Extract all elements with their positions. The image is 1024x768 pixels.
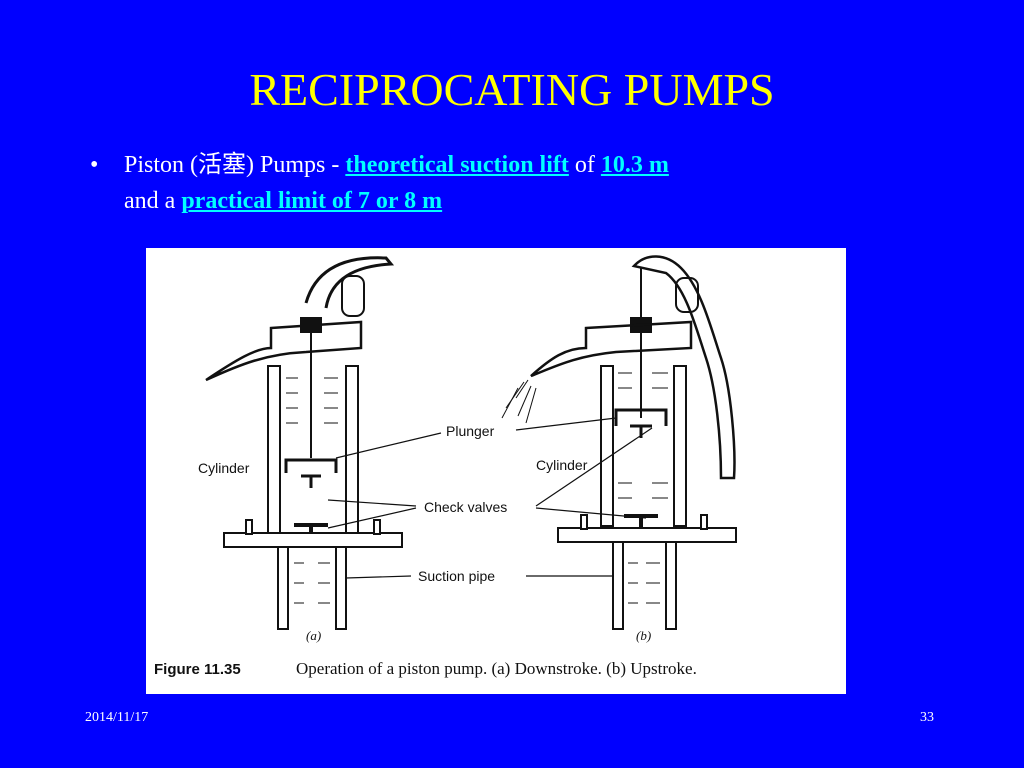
label-plunger: Plunger <box>446 423 495 439</box>
bullet-mid: of <box>568 152 601 178</box>
pump-a-handle-link <box>341 275 365 317</box>
pump-a-spout <box>205 320 363 382</box>
slide-title: RECIPROCATING PUMPS <box>249 64 775 115</box>
bullet-text: Piston (活塞) Pumps - theoretical suction … <box>124 147 984 219</box>
pump-a <box>205 256 403 630</box>
footer-page-number: 33 <box>920 710 934 725</box>
label-sub-b: (b) <box>636 628 651 643</box>
bullet-line2-prefix: and a <box>124 188 182 214</box>
pump-a-pipe-right <box>335 546 347 630</box>
pump-diagram: Cylinder (a) <box>154 255 737 678</box>
pump-a-pipe-left <box>277 546 289 630</box>
pump-b-handle <box>631 255 736 480</box>
label-check-valves: Check valves <box>424 499 507 515</box>
pump-b-spray <box>501 379 537 424</box>
footer-date: 2014/11/17 <box>85 710 149 725</box>
label-cylinder-a: Cylinder <box>198 460 250 476</box>
pump-a-wall-left <box>267 365 281 537</box>
label-cylinder-b: Cylinder <box>536 457 588 473</box>
pump-b <box>501 255 737 630</box>
link-theoretical-suction-lift[interactable]: theoretical suction lift <box>345 152 569 178</box>
pump-b-flange <box>557 527 737 543</box>
label-suction-pipe: Suction pipe <box>418 568 495 584</box>
bullet-point: • Piston (活塞) Pumps - theoretical suctio… <box>90 147 950 219</box>
figure-number: Figure 11.35 <box>154 661 241 678</box>
label-sub-a: (a) <box>306 628 321 643</box>
pump-figure: Cylinder (a) <box>146 248 846 694</box>
figure-caption: Operation of a piston pump. (a) Downstro… <box>296 659 697 678</box>
bullet-prefix: Piston (活塞) Pumps - <box>124 152 346 178</box>
pump-a-handle <box>304 256 395 309</box>
pump-a-plunger <box>284 458 338 473</box>
pump-a-water <box>286 377 338 424</box>
link-practical-limit[interactable]: practical limit of 7 or 8 m <box>181 188 443 214</box>
link-10-3-m[interactable]: 10.3 m <box>600 152 669 178</box>
bullet-marker: • <box>90 152 99 178</box>
pump-a-gland <box>300 317 322 333</box>
leader-lines <box>327 417 653 579</box>
pump-a-plunger-valve <box>301 474 321 488</box>
pump-a-wall-right <box>345 365 359 537</box>
pump-b-handle-link <box>675 277 699 313</box>
pump-a-flange <box>223 532 403 548</box>
pump-b-spout <box>530 320 693 378</box>
